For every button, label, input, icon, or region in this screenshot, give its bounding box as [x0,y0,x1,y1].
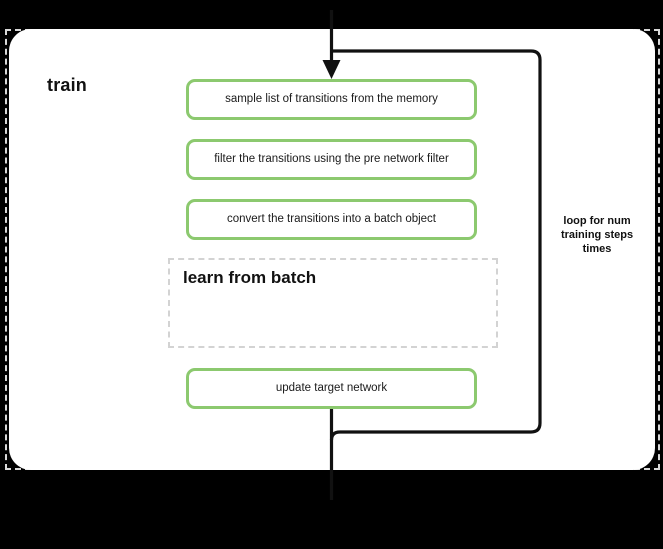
sub-block-title: learn from batch [183,268,317,287]
sub-block-learn-from-batch[interactable]: learn from batch [168,258,498,348]
step-box-convert-label: convert the transitions into a batch obj… [226,212,437,225]
step-box-sample[interactable]: sample list of transitions from the memo… [186,79,477,120]
page-title: train [47,75,88,95]
step-box-update-target-network[interactable]: update target network [186,368,477,409]
step-box-filter[interactable]: filter the transitions using the pre net… [186,139,477,180]
step-box-filter-label: filter the transitions using the pre net… [214,152,449,165]
step-box-sample-label: sample list of transitions from the memo… [225,92,438,105]
loop-label: loop for num training steps times [560,215,634,256]
step-box-convert[interactable]: convert the transitions into a batch obj… [186,199,477,240]
step-box-update-label: update target network [275,381,388,394]
